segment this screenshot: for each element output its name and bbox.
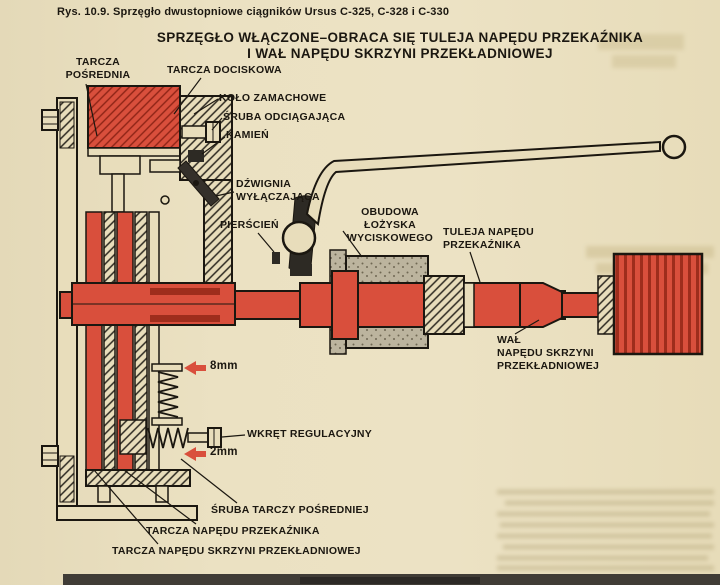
label-dzwignia-wylaczajaca: DŹWIGNIA WYŁĄCZAJĄCA <box>236 178 320 203</box>
pressure-plate-block <box>87 85 181 157</box>
figure-caption: Rys. 10.9. Sprzęgło dwustopniowe ciągnik… <box>57 6 450 18</box>
figure-title-line2: I WAŁ NAPĘDU SKRZYNI PRZEKŁADNIOWEJ <box>247 45 553 61</box>
kamien-block <box>188 150 204 162</box>
label-sruba-tarczy-posredniej: ŚRUBA TARCZY POŚREDNIEJ <box>211 504 369 516</box>
label-kolo-zamachowe: KOŁO ZAMACHOWE <box>219 92 327 104</box>
clutch-disc-pack <box>85 211 191 503</box>
release-hand-lever <box>305 134 687 226</box>
relay-drive-sleeve <box>299 270 613 340</box>
dimension-2mm: 2mm <box>210 446 238 458</box>
snap-ring <box>272 252 280 264</box>
label-tarcza-napedu-skrzyni: TARCZA NAPĘDU SKRZYNI PRZEKŁADNIOWEJ <box>112 545 361 557</box>
figure-title: SPRZĘGŁO WŁĄCZONE–OBRACA SIĘ TULEJA NAPĘ… <box>80 30 720 62</box>
figure-title-line1: SPRZĘGŁO WŁĄCZONE–OBRACA SIĘ TULEJA NAPĘ… <box>156 30 644 45</box>
label-tarcza-napedu-przekaznika: TARCZA NAPĘDU PRZEKAŹNIKA <box>146 525 320 537</box>
internal-release-lever <box>99 155 220 213</box>
splined-gear <box>597 252 704 356</box>
leader-lines <box>85 77 540 545</box>
label-obudowa-lozyska: OBUDOWA ŁOŻYSKA WYCISKOWEGO <box>346 206 434 244</box>
label-tuleja-napedu: TULEJA NAPĘDU PRZEKAŹNIKA <box>443 226 534 251</box>
dimension-arrow-8mm <box>184 361 206 375</box>
springs-and-adjuster <box>119 363 222 455</box>
lever-ball-knob <box>661 134 687 160</box>
pull-back-bolt <box>181 121 221 143</box>
dimension-8mm: 8mm <box>210 360 238 372</box>
dimension-arrows <box>184 361 206 461</box>
label-kamien: KAMIEŃ <box>226 129 269 141</box>
label-pierscien: PIERŚCIEŃ <box>220 219 279 231</box>
label-wal-napedu: WAŁ NAPĘDU SKRZYNI PRZEKŁADNIOWEJ <box>497 334 600 372</box>
scan-edge <box>63 574 720 585</box>
label-sruba-odciagajaca: ŚRUBA ODCIĄGAJĄCA <box>223 111 346 123</box>
label-tarcza-posrednia: TARCZA POŚREDNIA <box>65 56 131 81</box>
label-tarcza-dociskowa: TARCZA DOCISKOWA <box>167 64 282 76</box>
dimension-arrow-2mm <box>184 447 206 461</box>
label-wkret-regulacyjny: WKRĘT REGULACYJNY <box>247 428 373 440</box>
